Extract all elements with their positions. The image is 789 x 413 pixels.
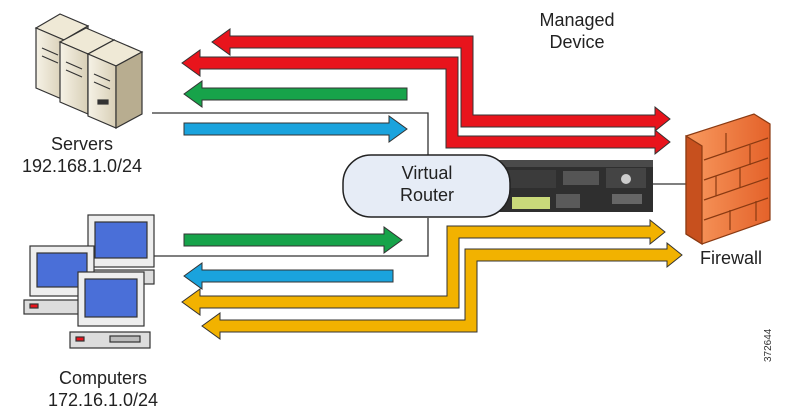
- blue-arrow-to-computers: [183, 262, 394, 290]
- virtual-router-label-line2: Router: [399, 185, 455, 205]
- red-arrow-to-servers-lower: [181, 49, 671, 156]
- blue-arrow-from-servers: [183, 115, 408, 143]
- managed-device-label-line1: Managed: [539, 10, 615, 30]
- virtual-router-label-line1: Virtual: [401, 163, 453, 183]
- yellow-arrow-upper: [181, 218, 666, 316]
- servers-label: Servers 192.168.1.0/24: [6, 133, 158, 177]
- servers-link-line: [152, 112, 429, 158]
- computer-unit: [69, 271, 151, 349]
- managed-device-label: Managed Device: [512, 9, 642, 53]
- red-arrows: [181, 28, 671, 156]
- computers-subnet: 172.16.1.0/24: [47, 390, 159, 410]
- managed-device-label-line2: Device: [549, 32, 605, 52]
- managed-device-appliance-icon: [497, 160, 653, 212]
- firewall-label: Firewall: [683, 247, 779, 269]
- yellow-arrow-lower: [201, 241, 683, 340]
- virtual-router-box: [342, 154, 511, 218]
- firewall-name: Firewall: [699, 248, 762, 268]
- virtual-router-label: Virtual Router: [352, 162, 502, 206]
- computer-cluster-icon: [23, 214, 155, 349]
- connection-lines: [152, 112, 692, 257]
- computers-label: Computers 172.16.1.0/24: [28, 367, 178, 411]
- computers-name: Computers: [58, 368, 148, 388]
- server-unit: [86, 39, 144, 130]
- computers-link-line: [152, 218, 429, 257]
- green-arrow-from-computers: [183, 226, 403, 254]
- server-stack-icon: [34, 13, 144, 130]
- blue-arrows: [183, 115, 408, 290]
- figure-id: 372644: [763, 328, 774, 362]
- red-arrow-to-servers-upper: [211, 28, 671, 133]
- yellow-arrows: [181, 218, 683, 340]
- computer-unit: [23, 245, 101, 315]
- servers-subnet: 192.168.1.0/24: [21, 156, 143, 176]
- green-arrows: [183, 80, 408, 254]
- servers-name: Servers: [50, 134, 113, 154]
- green-arrow-to-servers: [183, 80, 408, 108]
- firewall-brick-wall-icon: [685, 113, 771, 246]
